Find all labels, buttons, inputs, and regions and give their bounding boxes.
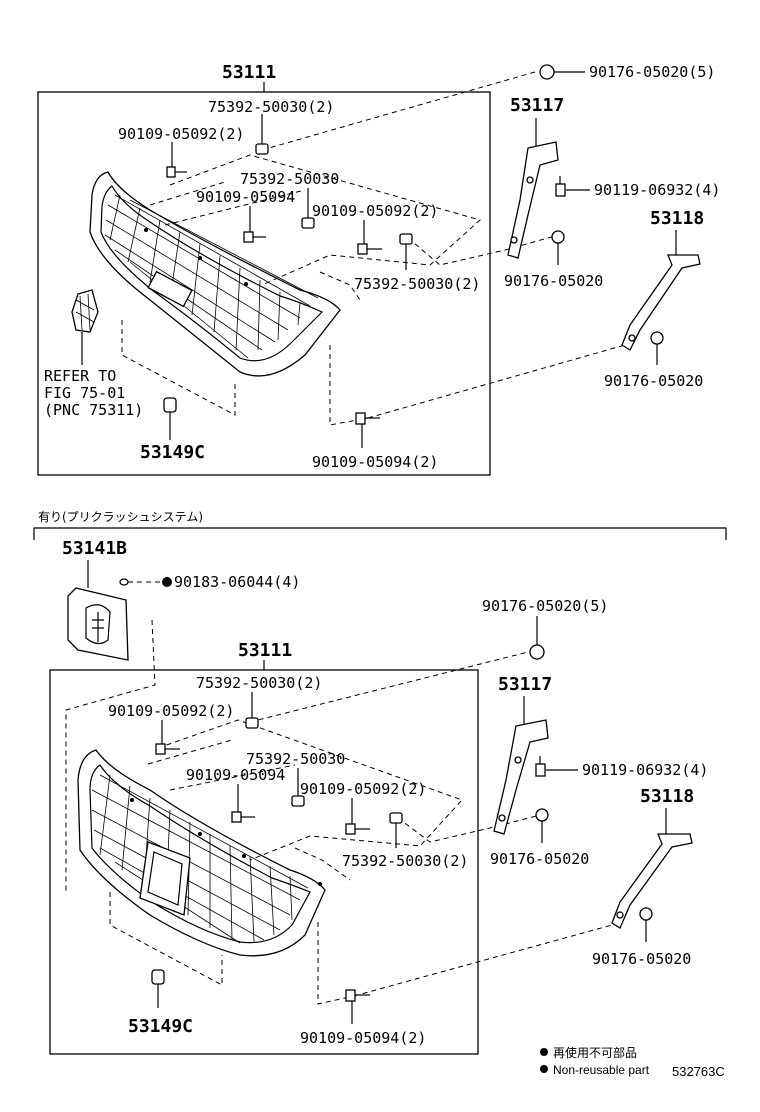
screw-90109-bottom-d [345, 989, 370, 1002]
bolt-90119-bottom [535, 756, 546, 777]
grille-bottom [77, 749, 326, 957]
label-90109-05094-top: 90109-05094 [196, 188, 295, 206]
part-number-53118-bottom: 53118 [640, 786, 694, 807]
clip-90176-top-a [551, 230, 565, 244]
label-90176-05020-5-bottom: 90176-05020(5) [482, 597, 608, 615]
label-90109-05094-2-bottom: 90109-05094(2) [300, 1029, 426, 1047]
screw-90109-bottom-b [231, 811, 255, 823]
non-reusable-marker-icon [162, 577, 172, 587]
legend: 再使用不可部品 Non-reusable part [540, 1045, 650, 1077]
legend-en: Non-reusable part [553, 1063, 650, 1077]
label-90109-05094-bottom: 90109-05094 [186, 766, 285, 784]
part-number-53117-top: 53117 [510, 95, 564, 116]
label-90119-06932-4-bottom: 90119-06932(4) [582, 761, 708, 779]
part-number-53111-bottom: 53111 [238, 640, 292, 661]
screw-90109-top-d [355, 412, 380, 425]
nut-75392-bottom-b [291, 795, 305, 807]
fastener-clip-bottom-5 [529, 644, 545, 660]
nut-75392-top-b [301, 217, 315, 229]
clip-90176-top-b [650, 331, 664, 345]
label-75392-50030-2-bottom-b: 75392-50030(2) [342, 852, 468, 870]
label-75392-50030-2-bottom-a: 75392-50030(2) [196, 674, 322, 692]
clip-53149c-top [163, 397, 177, 413]
part-number-53149c-bottom: 53149C [128, 1016, 193, 1037]
section-bracket [33, 527, 727, 540]
part-number-53118-top: 53118 [650, 208, 704, 229]
figure-id: 532763C [672, 1064, 725, 1079]
nut-75392-top-a [255, 143, 269, 155]
screw-90109-bottom-a [155, 743, 180, 755]
label-90109-05094-2-top: 90109-05094(2) [312, 453, 438, 471]
label-90176-05020-bottom-a: 90176-05020 [490, 850, 589, 868]
label-90176-05020-top-b: 90176-05020 [604, 372, 703, 390]
clip-90176-bottom-b [639, 907, 653, 921]
nut-75392-top-c [399, 233, 413, 245]
bottom-section: 53141B 90183-06044(4) 53111 [49, 538, 708, 1055]
refer-line-2: FIG 75-01 [44, 384, 125, 402]
label-90176-05020-bottom-b: 90176-05020 [592, 950, 691, 968]
clip-90176-bottom-a [535, 808, 549, 822]
label-90109-05092-2-top-a: 90109-05092(2) [118, 125, 244, 143]
label-90176-05020-5-top: 90176-05020(5) [589, 63, 715, 81]
part-number-53117-bottom: 53117 [498, 674, 552, 695]
legend-dot-icon-2 [540, 1065, 548, 1073]
label-75392-50030-bottom: 75392-50030 [246, 750, 345, 768]
label-75392-50030-2-top-a: 75392-50030(2) [208, 98, 334, 116]
label-90183-06044-4: 90183-06044(4) [174, 573, 300, 591]
part-number-53111-top: 53111 [222, 62, 276, 83]
screw-90109-bottom-c [345, 823, 370, 835]
clip-53149c-bottom [151, 969, 165, 985]
screw-90109-top-b [243, 231, 266, 243]
nut-75392-bottom-c [389, 812, 403, 824]
bracket-53117-bottom [493, 719, 549, 835]
bracket-53117-top [507, 141, 559, 259]
fastener-clip-top-5 [539, 64, 555, 80]
emblem-piece-top [71, 289, 99, 333]
top-section: 53111 90176-05020(5) 75392- [37, 62, 720, 476]
label-90109-05092-2-bottom-b: 90109-05092(2) [300, 780, 426, 798]
legend-dot-icon [540, 1048, 548, 1056]
refer-line-3: (PNC 75311) [44, 401, 143, 419]
section-caption: 有り(プリクラッシュシステム) [38, 510, 203, 524]
label-90176-05020-top-a: 90176-05020 [504, 272, 603, 290]
screw-90109-top-c [357, 243, 382, 255]
label-75392-50030-2-top-b: 75392-50030(2) [354, 275, 480, 293]
label-75392-50030-top: 75392-50030 [240, 170, 339, 188]
legend-jp: 再使用不可部品 [553, 1045, 637, 1060]
label-90109-05092-2-bottom-a: 90109-05092(2) [108, 702, 234, 720]
part-number-53149c-top: 53149C [140, 442, 205, 463]
screw-90109-top-a [166, 166, 187, 178]
bolt-90119-top [555, 176, 566, 197]
nut-75392-bottom-a [245, 717, 259, 729]
refer-line-1: REFER TO [44, 367, 116, 385]
label-90119-06932-4-top: 90119-06932(4) [594, 181, 720, 199]
label-90109-05092-2-top-b: 90109-05092(2) [312, 202, 438, 220]
part-number-53141b: 53141B [62, 538, 127, 559]
grille-top [89, 171, 341, 377]
